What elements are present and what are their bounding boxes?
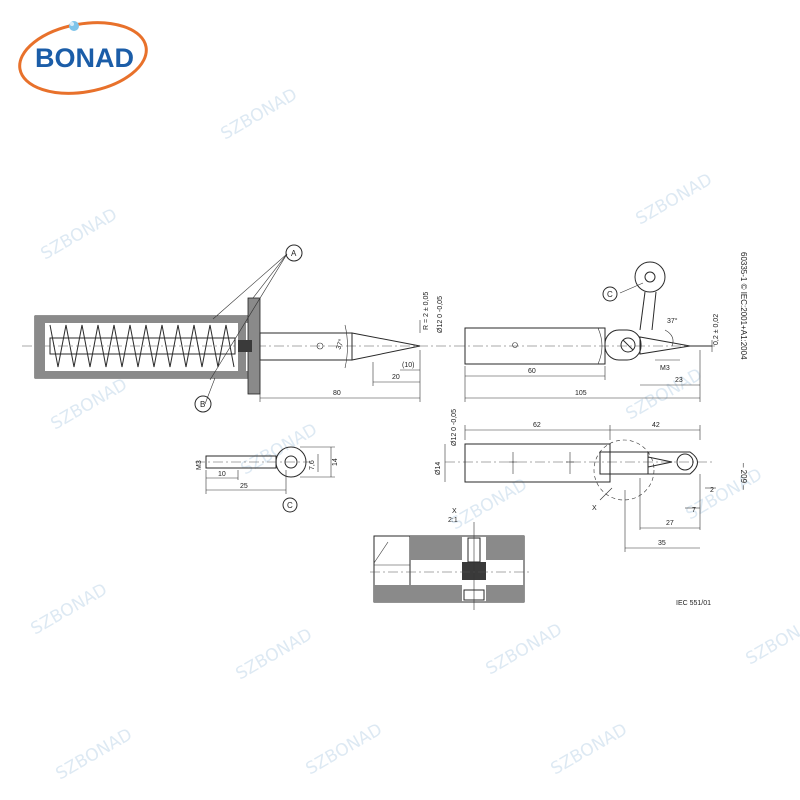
section-x-label: X xyxy=(452,508,457,515)
dim-27: 27 xyxy=(666,520,674,527)
watermark: SZBONAD xyxy=(303,720,386,780)
dim-14: Ø14 xyxy=(435,462,442,475)
watermark: SZBONAD xyxy=(548,720,631,780)
dim-c76: 7,6 xyxy=(309,460,316,470)
dim-2: 2 xyxy=(710,487,714,494)
dim-12b: Ø12 0 -0,05 xyxy=(451,409,458,446)
dim-80: 80 xyxy=(333,390,341,397)
dim-angle-37: 37° xyxy=(334,338,345,351)
bonad-logo: BONAD xyxy=(18,21,148,95)
dim-c25: 25 xyxy=(240,483,248,490)
callout-c-top: C xyxy=(607,290,613,299)
watermark: SZBONAD xyxy=(633,170,716,230)
dim-c14: 14 xyxy=(332,458,339,466)
standard-reference: 60335-1 © IEC:2001+A1:2004 xyxy=(739,252,748,360)
watermark-group: SZBONAD SZBONAD SZBONAD SZBONAD SZBONAD … xyxy=(28,85,800,785)
watermark: SZBONAD xyxy=(48,375,131,435)
probe-bottom-view: 62 42 Ø14 Ø12 0 -0,05 X 2 7 27 35 xyxy=(435,409,716,552)
watermark: SZBONAD xyxy=(483,620,566,680)
section-x-view: X 2:1 xyxy=(370,508,530,610)
detail-c-view: 10 25 M3 7,6 14 C xyxy=(195,446,339,513)
dim-23: 23 xyxy=(675,377,683,384)
dim-20: 20 xyxy=(392,374,400,381)
dim-60: 60 xyxy=(528,368,536,375)
watermark: SZBONAD xyxy=(38,205,121,265)
watermark: SZBONAD xyxy=(28,580,111,640)
callout-b: B xyxy=(200,400,205,409)
dim-42: 42 xyxy=(652,422,660,429)
dim-105: 105 xyxy=(575,390,587,397)
logo-text: BONAD xyxy=(35,43,134,73)
dim-35: 35 xyxy=(658,540,666,547)
dim-angle-37b: 37° xyxy=(667,317,678,325)
figure-reference: IEC 551/01 xyxy=(676,600,711,607)
dim-7: 7 xyxy=(692,507,696,514)
watermark: SZBONAD xyxy=(233,625,316,685)
callout-c-detail: C xyxy=(287,501,293,510)
dim-62: 62 xyxy=(533,422,541,429)
spring xyxy=(49,324,235,368)
main-probe-view: A B 80 20 (10) 37° R = 2 ± 0,05 Ø12 0 -0… xyxy=(22,244,455,413)
watermark: SZBONAD xyxy=(53,725,136,785)
watermark: SZBONAD xyxy=(218,85,301,145)
dim-c10: 10 xyxy=(218,471,226,478)
dim-c-m3: M3 xyxy=(196,460,203,470)
dim-radius: R = 2 ± 0,05 xyxy=(423,292,430,330)
watermark: SZBONAD xyxy=(683,465,766,525)
dim-02: 0,2 ± 0,02 xyxy=(713,314,720,345)
section-scale: 2:1 xyxy=(448,517,458,524)
dim-dia-tip: Ø12 0 -0,05 xyxy=(437,296,444,333)
probe-side-view: C 60 105 23 M3 37° 0,2 ± 0,02 xyxy=(455,261,720,402)
page-number: – 209 – xyxy=(739,463,748,490)
watermark: SZBONAD xyxy=(623,365,706,425)
dim-10: (10) xyxy=(402,362,414,369)
watermark: SZBONAD xyxy=(743,610,800,670)
section-x-mark: X xyxy=(592,505,597,512)
callout-a: A xyxy=(291,249,297,258)
dim-m3: M3 xyxy=(660,365,670,372)
watermark: SZBONAD xyxy=(448,475,531,535)
